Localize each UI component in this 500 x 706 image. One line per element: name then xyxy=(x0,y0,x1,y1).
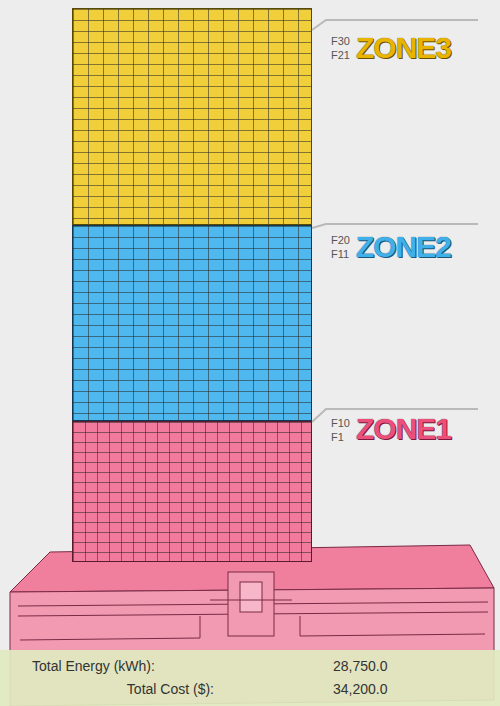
zone-name: ZONE3 xyxy=(356,31,451,65)
leader-line xyxy=(312,20,478,30)
floor-label: F1 xyxy=(331,431,344,443)
entrance-canopy xyxy=(210,600,292,601)
zone-name: ZONE2 xyxy=(356,230,451,264)
metric-value: 34,200.0 xyxy=(333,681,388,697)
metric-label: Total Energy (kWh): xyxy=(32,658,155,674)
zone-band: F20F11ZONE2 xyxy=(72,225,312,421)
zone-band: F30F21ZONE3 xyxy=(72,8,312,225)
floor-label: F11 xyxy=(331,248,349,260)
leader-line xyxy=(312,224,478,228)
floor-label: F21 xyxy=(331,49,350,61)
entrance xyxy=(228,572,274,636)
summary-bar: Total Energy (kWh): 28,750.0Total Cost ($… xyxy=(0,650,500,706)
floor-label: F20 xyxy=(331,234,350,246)
floor-label: F10 xyxy=(331,417,350,429)
floor-label: F30 xyxy=(331,35,350,47)
metric-label: Total Cost ($): xyxy=(127,681,214,697)
podium-detail xyxy=(20,616,200,640)
entrance-door xyxy=(240,582,262,612)
zone-name: ZONE1 xyxy=(356,412,451,446)
metric-value: 28,750.0 xyxy=(333,658,388,674)
podium-detail xyxy=(300,616,485,636)
zone-band: F10F1ZONE1 xyxy=(72,421,312,562)
